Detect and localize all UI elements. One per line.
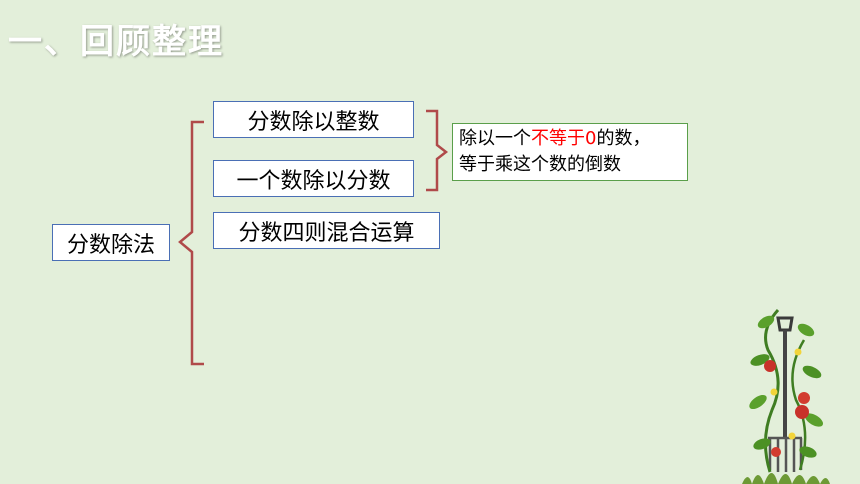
main-bracket	[178, 120, 204, 366]
note-box: 除以一个不等于0的数， 等于乘这个数的倒数	[452, 123, 688, 181]
note-highlight: 不等于0	[531, 128, 597, 149]
branch-node-3: 分数四则混合运算	[213, 212, 440, 249]
note-line-1: 除以一个不等于0的数，	[459, 128, 651, 149]
branch-node-2: 一个数除以分数	[213, 160, 414, 197]
small-bracket	[426, 109, 449, 192]
root-node: 分数除法	[52, 224, 170, 261]
branch-node-1: 分数除以整数	[213, 101, 414, 138]
slide-title: 一、回顾整理	[8, 22, 224, 62]
note-line-2: 等于乘这个数的倒数	[459, 154, 621, 175]
